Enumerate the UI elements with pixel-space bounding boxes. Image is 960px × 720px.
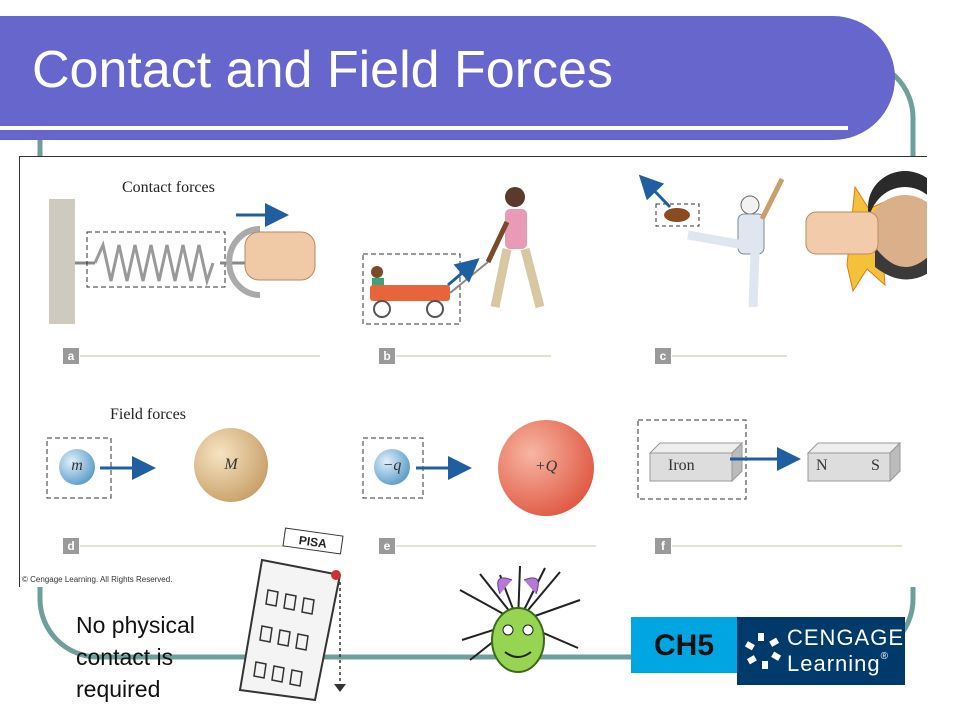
panel-line-d [80,545,300,547]
title-bar [0,16,895,140]
cengage-mark-icon [744,633,782,669]
publisher-name-learning: Learning [787,651,881,676]
panel-label-a: a [63,348,79,364]
field-forces-label: Field forces [110,406,186,423]
panel-line-f [672,545,902,547]
panel-line-a [80,355,320,357]
kicker-illustration [638,174,785,308]
south-pole-label: S [871,457,880,474]
slide-title: Contact and Field Forces [32,41,613,99]
charge-illustration [362,420,594,516]
publisher-logo: CENGAGE Learning® [737,617,905,685]
panel-label-e: e [379,538,395,554]
panel-label-c: c [655,348,671,364]
punch-illustration [805,171,927,293]
no-contact-note: No physical contact is required [76,612,195,702]
panel-line-e [396,545,596,547]
contact-forces-label: Contact forces [122,179,215,196]
north-pole-label: N [816,457,828,474]
chapter-badge: CH5 [631,617,737,673]
spring-hand-illustration [49,199,316,324]
wagon-illustration [362,187,545,325]
figure-illustrations [46,171,927,516]
panel-label-d: d [63,538,79,554]
panel-line-c [672,355,787,357]
large-charge-label: +Q [534,458,558,475]
panel-label-b: b [379,348,395,364]
forces-figure: Contact forces Field forces a b c d e f … [19,156,927,587]
small-mass-label: m [71,457,83,474]
trademark-symbol: ® [880,651,890,662]
publisher-name-line1: CENGAGE [787,625,905,650]
iron-label: Iron [668,457,695,474]
panel-line-b [396,355,551,357]
panel-label-f: f [655,538,671,554]
publisher-name-line2: Learning® [787,651,889,677]
large-mass-label: M [224,456,238,473]
figure-copyright: © Cengage Learning. All Rights Reserved. [22,575,173,584]
small-charge-label: −q [382,457,402,474]
title-underline [0,126,848,130]
mass-illustration [46,428,268,502]
magnet-illustration [637,419,902,500]
